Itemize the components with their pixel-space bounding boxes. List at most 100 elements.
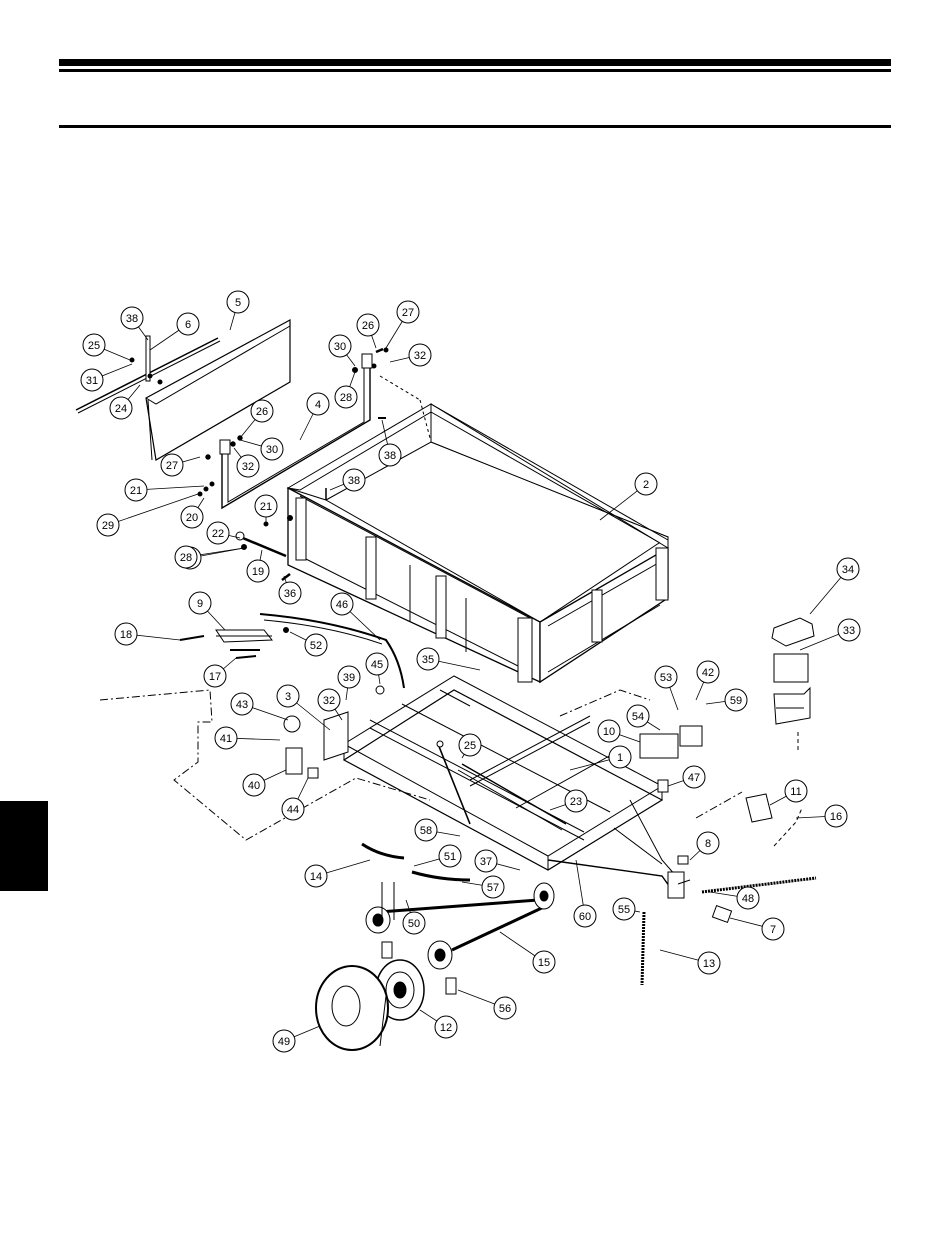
callout-28: 28 — [175, 546, 197, 568]
callout-number: 35 — [422, 654, 434, 666]
callout-2: 2 — [635, 473, 657, 495]
callout-29: 29 — [97, 514, 119, 536]
callout-50: 50 — [403, 912, 425, 934]
callout-45: 45 — [366, 653, 388, 675]
callout-number: 25 — [464, 740, 476, 752]
callout-number: 26 — [256, 406, 268, 418]
callout-number: 28 — [180, 552, 192, 564]
callout-18: 18 — [115, 623, 137, 645]
callout-number: 26 — [362, 320, 374, 332]
callout-12: 12 — [435, 1016, 457, 1038]
callout-number: 3 — [285, 691, 291, 703]
callout-number: 44 — [287, 804, 299, 816]
callout-36: 36 — [279, 582, 301, 604]
callout-number: 43 — [236, 699, 248, 711]
callout-number: 38 — [384, 450, 396, 462]
callout-number: 27 — [402, 307, 414, 319]
callout-number: 8 — [705, 838, 711, 850]
callout-number: 23 — [570, 796, 582, 808]
callout-number: 37 — [480, 856, 492, 868]
callout-30: 30 — [261, 438, 283, 460]
callout-number: 25 — [88, 340, 100, 352]
callout-number: 13 — [703, 958, 715, 970]
callout-number: 41 — [220, 733, 232, 745]
callout-32: 32 — [237, 455, 259, 477]
callout-38: 38 — [379, 444, 401, 466]
callout-number: 50 — [408, 918, 420, 930]
callout-32: 32 — [409, 344, 431, 366]
callout-number: 56 — [499, 1003, 511, 1015]
callout-51: 51 — [439, 845, 461, 867]
callout-35: 35 — [417, 648, 439, 670]
callout-54: 54 — [627, 705, 649, 727]
callout-5: 5 — [227, 291, 249, 313]
callout-47: 47 — [683, 766, 705, 788]
callout-10: 10 — [598, 720, 620, 742]
callout-number: 6 — [185, 319, 191, 331]
callout-49: 49 — [273, 1030, 295, 1052]
callout-20: 20 — [181, 506, 203, 528]
callout-number: 51 — [444, 851, 456, 863]
callout-6: 6 — [177, 313, 199, 335]
callout-58: 58 — [415, 819, 437, 841]
callout-21: 21 — [255, 495, 277, 517]
callout-number: 54 — [632, 711, 644, 723]
callout-number: 47 — [688, 772, 700, 784]
callout-33: 33 — [838, 619, 860, 641]
callout-26: 26 — [357, 314, 379, 336]
callout-30: 30 — [329, 335, 351, 357]
callout-number: 52 — [310, 640, 322, 652]
callout-number: 29 — [102, 520, 114, 532]
callout-48: 48 — [737, 887, 759, 909]
callout-number: 60 — [579, 911, 591, 923]
callout-number: 31 — [86, 375, 98, 387]
callout-38: 38 — [343, 469, 365, 491]
trailer-box — [288, 404, 668, 682]
callout-19: 19 — [247, 560, 269, 582]
callout-number: 49 — [278, 1036, 290, 1048]
callout-31: 31 — [81, 369, 103, 391]
callout-number: 14 — [310, 871, 322, 883]
callout-number: 30 — [266, 444, 278, 456]
callout-number: 38 — [348, 475, 360, 487]
callout-number: 15 — [538, 957, 550, 969]
callout-44: 44 — [282, 798, 304, 820]
callout-37: 37 — [475, 850, 497, 872]
callout-number: 57 — [487, 882, 499, 894]
callout-28: 28 — [335, 386, 357, 408]
callout-32: 32 — [318, 689, 340, 711]
callout-number: 22 — [212, 528, 224, 540]
callout-number: 30 — [334, 341, 346, 353]
callout-26: 26 — [251, 400, 273, 422]
callout-number: 55 — [618, 904, 630, 916]
callout-number: 32 — [323, 695, 335, 707]
callout-number: 18 — [120, 629, 132, 641]
callout-number: 27 — [166, 460, 178, 472]
callout-number: 33 — [843, 625, 855, 637]
callout-number: 28 — [340, 392, 352, 404]
callout-number: 39 — [343, 672, 355, 684]
callout-number: 40 — [248, 780, 260, 792]
callout-number: 16 — [830, 811, 842, 823]
callout-number: 59 — [730, 695, 742, 707]
callout-number: 38 — [126, 313, 138, 325]
callout-number: 1 — [617, 752, 623, 764]
callout-14: 14 — [305, 865, 327, 887]
callout-number: 2 — [643, 479, 649, 491]
callout-number: 21 — [260, 501, 272, 513]
callout-number: 17 — [209, 671, 221, 683]
callout-23: 23 — [565, 790, 587, 812]
callout-17: 17 — [204, 665, 226, 687]
callout-number: 20 — [186, 512, 198, 524]
callout-24: 24 — [110, 397, 132, 419]
callout-22: 22 — [207, 522, 229, 544]
callout-4: 4 — [307, 393, 329, 415]
callout-number: 46 — [336, 599, 348, 611]
callout-number: 19 — [252, 566, 264, 578]
callout-15: 15 — [533, 951, 555, 973]
callout-53: 53 — [655, 666, 677, 688]
callout-number: 4 — [315, 399, 321, 411]
callout-number: 7 — [770, 924, 776, 936]
